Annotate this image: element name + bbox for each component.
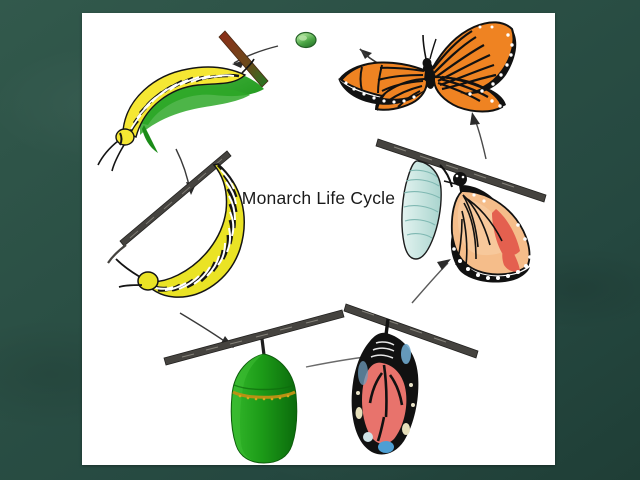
stage-adult-butterfly xyxy=(338,21,517,113)
stage-hanging-j-caterpillar xyxy=(107,150,245,298)
stage-emerging-butterfly xyxy=(375,138,547,283)
stage-egg xyxy=(295,31,317,49)
monarch-life-cycle-diagram xyxy=(97,21,547,464)
arrow-emerging-to-adult xyxy=(470,112,487,160)
caterpillar-body xyxy=(97,58,255,172)
arrow-dark-chrysalis-to-emerging xyxy=(411,259,451,304)
stage-green-chrysalis xyxy=(163,309,345,464)
stage-dark-chrysalis xyxy=(343,303,479,455)
content-card: Monarch Life Cycle xyxy=(82,13,555,465)
stage-caterpillar-on-leaf xyxy=(97,30,269,172)
